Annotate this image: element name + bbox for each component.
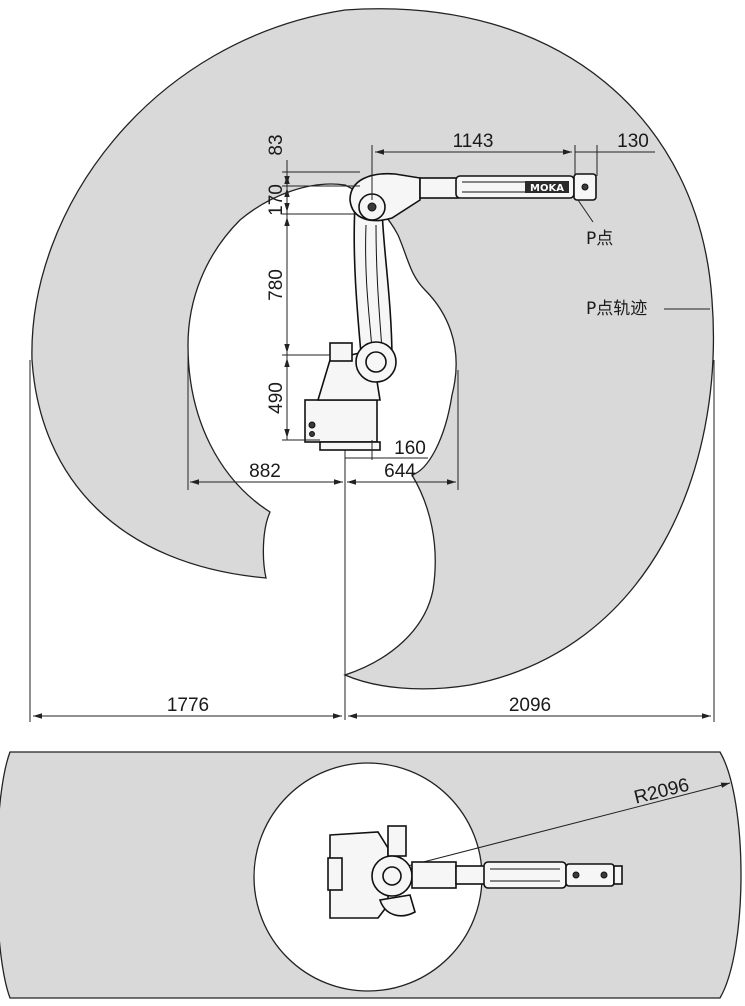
forearm-neck (419, 177, 459, 199)
robot-lower-arm (353, 204, 393, 366)
dim-label-882: 882 (249, 461, 281, 482)
p-point-label: P点 (586, 229, 613, 249)
dim-label-83: 83 (266, 134, 287, 155)
top-forearm (483, 861, 567, 889)
lower-arm-rib (375, 224, 383, 351)
side-view: MOKA 83 170 780 490 1143 130 P点 P (29, 8, 715, 722)
base-connector-icon (309, 431, 315, 437)
dim-label-1776: 1776 (167, 695, 209, 716)
top-forearm-neck (455, 865, 487, 885)
dim-label-170: 170 (266, 184, 287, 216)
arm-brand-plate (525, 181, 569, 193)
robot-base (304, 399, 378, 443)
top-upper-arm (411, 861, 457, 889)
top-flange (613, 865, 623, 885)
top-wrist-bolt (572, 871, 580, 879)
dim-label-644: 644 (384, 461, 416, 482)
wrist-flange (581, 183, 589, 191)
dim-label-1143: 1143 (453, 131, 494, 152)
robot-top-view (327, 825, 623, 919)
top-wrist-bolt (600, 871, 608, 879)
dim-label-780: 780 (266, 269, 287, 301)
robot-base-plate (319, 441, 381, 451)
dim-label-160: 160 (394, 438, 426, 459)
shoulder-joint-hub (365, 351, 387, 373)
top-motor (387, 825, 407, 857)
radius-line (399, 782, 731, 869)
p-trajectory-label: P点轨迹 (586, 299, 647, 319)
dim-label-130: 130 (617, 131, 649, 152)
dim-label-2096: 2096 (509, 695, 551, 716)
robot-side-view: MOKA (304, 172, 597, 451)
arm-brand: MOKA (530, 183, 564, 194)
top-view: R2096 (0, 751, 742, 999)
motor-housing (329, 342, 353, 362)
elbow-joint-hub (367, 202, 377, 212)
lower-arm-rib (365, 224, 373, 351)
dim-label-490: 490 (266, 382, 287, 414)
p-point-leader (577, 199, 594, 223)
top-turret-hub (382, 866, 402, 886)
base-connector-icon (308, 421, 316, 429)
top-counterweight (378, 894, 416, 917)
top-base-side (327, 857, 343, 891)
